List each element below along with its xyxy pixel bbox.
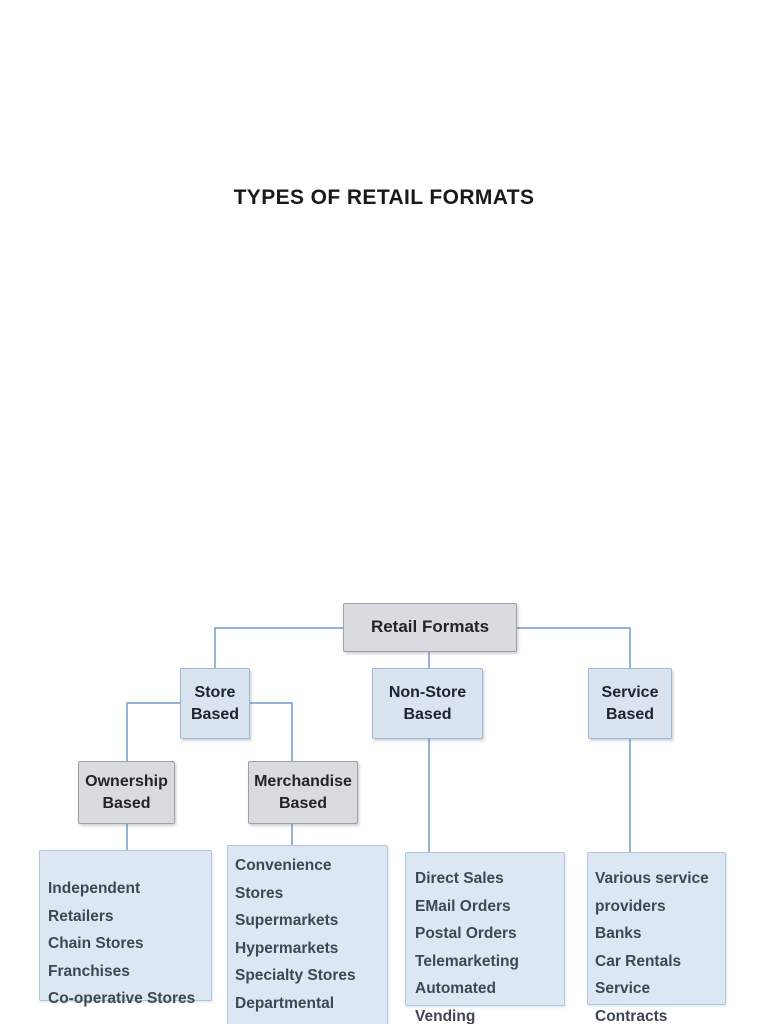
node-merchandise-based-label: Merchandise Based: [254, 772, 352, 812]
list-item: Banks: [595, 925, 642, 942]
node-service-based-label: Service Based: [601, 683, 659, 723]
connector-nonstore-to-leaf: [428, 737, 430, 852]
list-item: Automated Vending: [415, 980, 496, 1024]
connector-root-to-nonstore: [428, 650, 430, 668]
connector-root-to-store: [215, 627, 343, 629]
list-item: Car Rentals: [595, 952, 682, 970]
page-title: TYPES OF RETAIL FORMATS: [233, 186, 535, 209]
list-item: Postal Orders: [415, 925, 517, 942]
node-store-based-label: Store Based: [190, 683, 240, 723]
connector-merchandise-to-leaf: [291, 822, 293, 845]
node-ownership-based-label: Ownership Based: [85, 772, 168, 812]
list-item: Chain Stores: [48, 935, 144, 952]
list-item: Service Contracts: [595, 980, 668, 1024]
list-item: Specialty Stores: [235, 967, 356, 984]
list-item: Telemarketing: [415, 952, 519, 970]
connector-service-to-leaf: [629, 737, 631, 852]
node-merchandise-based: Merchandise Based: [248, 761, 358, 824]
node-non-store-based-label: Non-Store Based: [388, 683, 467, 723]
list-item: Hypermarkets: [235, 939, 339, 957]
connector-service-drop: [629, 627, 631, 668]
node-store-based: Store Based: [180, 668, 250, 739]
list-item: Direct Sales: [415, 870, 504, 887]
leaf-box-non-store-types: Direct Sales EMail Orders Postal Orders …: [405, 852, 565, 1024]
list-item: Convenience Stores: [235, 857, 332, 902]
node-non-store-based: Non-Store Based: [372, 668, 483, 739]
connector-root-to-service: [514, 627, 630, 629]
leaf-box-service-types: Various service providers Banks Car Rent…: [587, 852, 726, 1024]
connector-store-to-merchandise: [248, 702, 293, 704]
list-item: Various service providers: [595, 870, 709, 915]
list-item: Co-operative Stores: [48, 990, 196, 1007]
list-item: EMail Orders: [415, 897, 511, 915]
node-service-based: Service Based: [588, 668, 672, 739]
list-item: Independent Retailers: [48, 880, 141, 925]
leaf-box-ownership-types: Independent Retailers Chain Stores Franc…: [39, 850, 212, 1007]
connector-store-drop: [214, 627, 216, 668]
connector-ownership-drop: [126, 702, 128, 761]
node-retail-formats: Retail Formats: [343, 603, 517, 652]
node-retail-formats-label: Retail Formats: [370, 617, 490, 637]
node-ownership-based: Ownership Based: [78, 761, 175, 824]
leaf-box-merchandise-types: Convenience Stores Supermarkets Hypermar…: [227, 845, 388, 1024]
connector-ownership-to-leaf: [126, 822, 128, 850]
list-item: Departmental Stores: [235, 994, 335, 1024]
list-item: Supermarkets: [235, 912, 339, 929]
connector-store-to-ownership: [126, 702, 180, 704]
connector-merchandise-drop: [291, 702, 293, 761]
list-item: Franchises: [48, 962, 130, 980]
